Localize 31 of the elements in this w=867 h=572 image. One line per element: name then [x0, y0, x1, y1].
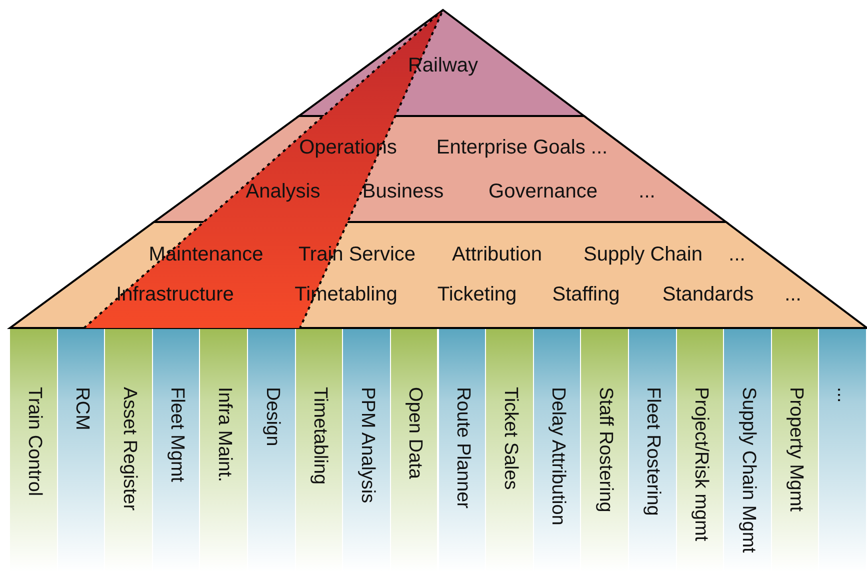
system-label: Timetabling [308, 387, 330, 485]
system-label: RCM [70, 387, 92, 430]
system-label: Asset Register [118, 387, 139, 511]
layer-label: Business [362, 180, 444, 204]
system-label: Ticket Sales [498, 387, 520, 490]
system-label: Project/Risk mgmt [689, 387, 710, 542]
layer-label: Enterprise Goals ... [436, 136, 608, 160]
layer-label: Governance [488, 180, 598, 204]
layer-label: Staffing [552, 284, 620, 306]
system-label: Open Data [404, 387, 425, 479]
layer-label: Attribution [452, 244, 542, 266]
system-label: Supply Chain Mgmt [737, 387, 758, 553]
layer-label: ... [784, 284, 802, 306]
system-label: Design [260, 387, 282, 446]
system-label: Infra Maint. [213, 387, 234, 482]
system-label: Property Mgmt [784, 387, 806, 512]
layer-label: ... [728, 244, 746, 266]
layer-label: Analysis [246, 180, 320, 204]
system-label: Fleet Mgmt [166, 387, 187, 482]
system-label: Fleet Rostering [642, 387, 663, 516]
layer-label: Infrastructure [116, 284, 234, 306]
system-label: Delay Attribution [546, 387, 568, 526]
layer-label: Ticketing [437, 284, 517, 306]
layer-label: Supply Chain [584, 244, 702, 266]
system-label: ... [832, 387, 854, 403]
system-label: Route Planner [451, 387, 472, 508]
system-label: PPM Analysis [356, 387, 378, 504]
system-label: Staff Rostering [594, 387, 616, 512]
system-label: Train Control [22, 387, 44, 496]
layer-label: Standards [662, 284, 754, 306]
layer-label: ... [638, 180, 656, 204]
